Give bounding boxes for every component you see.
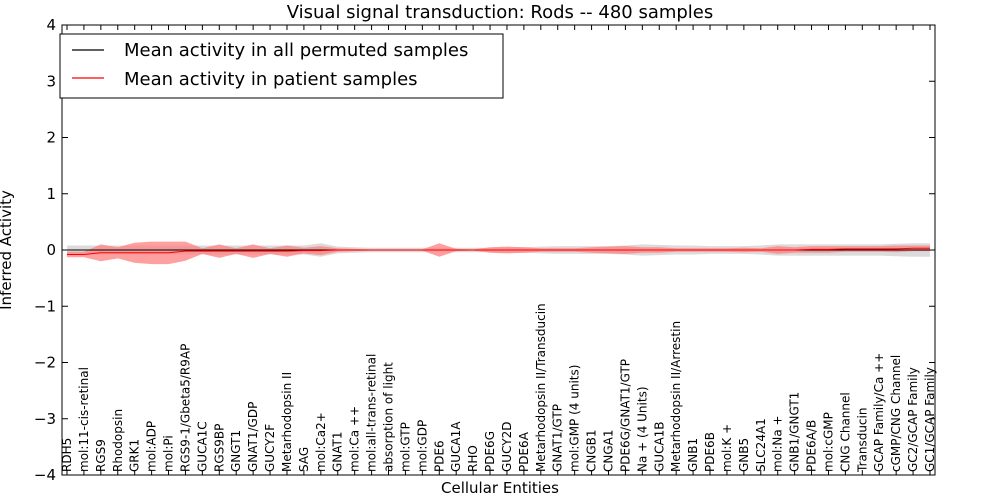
x-tick-label: Metarhodopsin II/Arrestin bbox=[669, 321, 683, 472]
x-tick-label: mol:GTP bbox=[398, 422, 412, 472]
x-tick-label: mol:GDP bbox=[415, 420, 429, 472]
x-tick-label: GUCY2F bbox=[263, 424, 277, 472]
patient-line bbox=[67, 247, 930, 255]
legend: Mean activity in all permuted samples Me… bbox=[59, 33, 504, 99]
y-axis-label: Inferred Activity bbox=[0, 190, 15, 310]
x-axis-label: Cellular Entities bbox=[441, 479, 559, 497]
x-tick-label: PDE6G/GNAT1/GTP bbox=[618, 359, 632, 472]
x-tick-label: GC2/GCAP Family bbox=[906, 367, 920, 472]
x-tick-label: absorption of light bbox=[382, 362, 396, 472]
x-tick-label: mol:11-cis-retinal bbox=[77, 367, 91, 472]
x-tick-label: GUCY2D bbox=[500, 422, 514, 472]
y-tick-label: −2 bbox=[34, 354, 56, 372]
x-tick-label: Metarhodopsin II/Transducin bbox=[534, 303, 548, 472]
x-tick-label: PDE6A bbox=[517, 431, 531, 472]
x-tick-label: cGMP/CNG Channel bbox=[889, 355, 903, 472]
x-tick-label: mol:Ca ++ bbox=[348, 406, 362, 472]
x-tick-label: PDE6G bbox=[483, 431, 497, 472]
x-tick-label: GNB5 bbox=[737, 438, 751, 472]
y-tick-label: −3 bbox=[34, 410, 56, 428]
x-tick-label: GNAT1/GDP bbox=[246, 402, 260, 472]
x-tick-label: mol:cGMP bbox=[822, 412, 836, 472]
y-tick-label: −4 bbox=[34, 466, 56, 484]
x-tick-label: Transducin bbox=[855, 408, 869, 473]
y-tick-label: 2 bbox=[46, 129, 56, 147]
patient-band bbox=[67, 241, 930, 265]
y-tick-label: 1 bbox=[46, 185, 56, 203]
x-tick-label: mol:all-trans-retinal bbox=[365, 354, 379, 472]
x-tick-label: mol:ADP bbox=[145, 421, 159, 472]
y-tick-label: 3 bbox=[46, 72, 56, 90]
x-tick-label: mol:Pi bbox=[162, 435, 176, 472]
x-tick-label: GNAT1 bbox=[331, 431, 345, 472]
x-tick-label: SAG bbox=[297, 447, 311, 472]
x-tick-label: Rhodopsin bbox=[111, 409, 125, 472]
x-tick-label: GUCA1C bbox=[195, 421, 209, 472]
y-tick-label: 0 bbox=[46, 241, 56, 259]
x-tick-label: GRK1 bbox=[128, 439, 142, 472]
legend-label-permuted: Mean activity in all permuted samples bbox=[124, 40, 468, 61]
x-tick-label: PDE6A/B bbox=[805, 420, 819, 472]
x-tick-label: RGS9 bbox=[94, 439, 108, 472]
x-tick-label: GCAP Family/Ca ++ bbox=[872, 353, 886, 472]
x-tick-label: GC1/GCAP Family bbox=[923, 367, 937, 472]
x-tick-label: GNAT1/GTP bbox=[551, 404, 565, 472]
chart-title: Visual signal transduction: Rods -- 480 … bbox=[287, 2, 714, 23]
x-tick-label: CNG Channel bbox=[838, 392, 852, 472]
x-tick-label: PDE6B bbox=[703, 432, 717, 472]
x-tick-label: CNGA1 bbox=[602, 430, 616, 473]
x-tick-label: mol:K + bbox=[720, 424, 734, 472]
y-tick-label: 4 bbox=[46, 16, 56, 34]
y-axis: −4 −3 −2 −1 0 1 2 3 4 bbox=[34, 16, 935, 484]
x-tick-label: GNB1/GNGT1 bbox=[788, 392, 802, 472]
x-tick-label: RGS9-1/Gbeta5/R9AP bbox=[179, 344, 193, 472]
x-tick-label: CNGB1 bbox=[585, 429, 599, 472]
x-tick-label: mol:GMP (4 units) bbox=[568, 365, 582, 472]
x-tick-label: GUCA1A bbox=[449, 421, 463, 472]
x-tick-label: GNGT1 bbox=[229, 430, 243, 472]
x-tick-label: GUCA1B bbox=[652, 421, 666, 472]
x-tick-label: Metarhodopsin II bbox=[280, 372, 294, 472]
x-tick-label: Na + (4 Units) bbox=[635, 386, 649, 472]
x-tick-label: mol:Ca2+ bbox=[314, 412, 328, 472]
legend-box bbox=[59, 33, 504, 99]
x-tick-label: RHO bbox=[466, 445, 480, 472]
x-tick-label: SLC24A1 bbox=[754, 418, 768, 472]
plot-area bbox=[67, 241, 930, 265]
x-tick-label: RGS9BP bbox=[212, 424, 226, 472]
x-tick-label: RDH5 bbox=[60, 438, 74, 472]
y-tick-label: −1 bbox=[34, 297, 56, 315]
x-tick-label: PDE6 bbox=[432, 440, 446, 472]
x-tick-label: mol:Na + bbox=[771, 415, 785, 472]
legend-label-patient: Mean activity in patient samples bbox=[124, 69, 418, 90]
x-tick-label: GNB1 bbox=[686, 438, 700, 472]
